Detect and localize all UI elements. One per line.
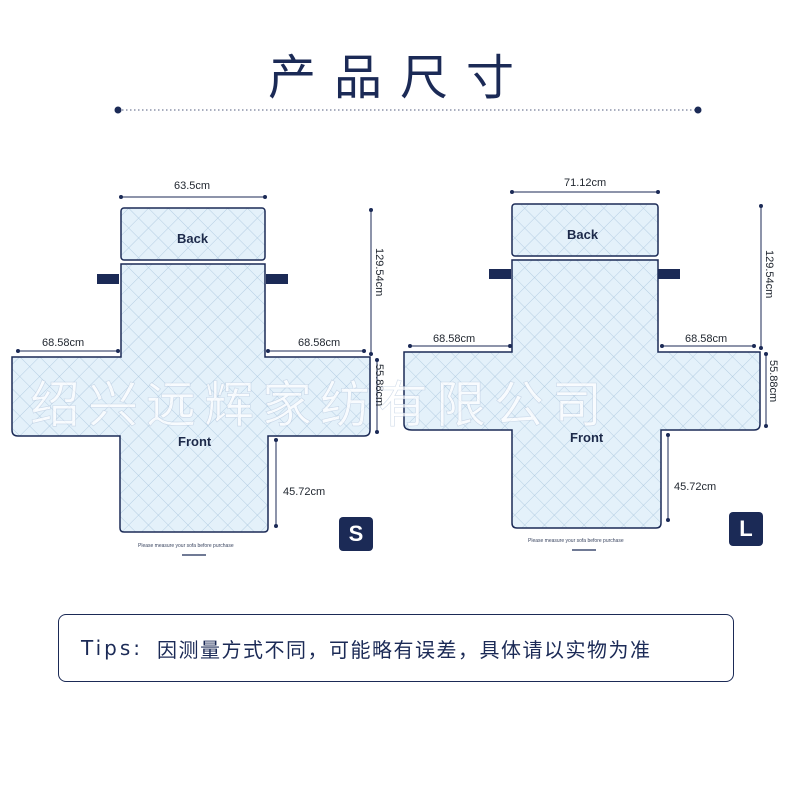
size-l-main-piece: [403, 259, 761, 529]
size-s-badge: S: [339, 517, 373, 551]
size-l-right-arm-dim: 68.58cm: [685, 333, 727, 345]
tips-text: 因测量方式不同，可能略有误差，具体请以实物为准: [157, 637, 652, 662]
size-l-back-piece: [511, 203, 659, 257]
size-l-left-arm-dim: 68.58cm: [433, 333, 475, 345]
size-l-measure-note: Please measure your sofa before purchase: [528, 538, 624, 544]
size-s-front-drop-dim: 45.72cm: [283, 486, 325, 498]
tips-box: Tips: 因测量方式不同，可能略有误差，具体请以实物为准: [58, 614, 734, 682]
size-s-arm-depth-dim: 55.88cm: [373, 364, 385, 406]
size-s-front-label: Front: [178, 434, 212, 449]
size-l-height-dim: 129.54cm: [763, 250, 775, 298]
size-s-measure-note: Please measure your sofa before purchase: [138, 543, 234, 549]
size-s-right-arm-dim: 68.58cm: [298, 337, 340, 349]
size-s-back-label: Back: [177, 231, 209, 246]
size-s-back-width-dim: 63.5cm: [174, 180, 210, 192]
size-s-height-dim: 129.54cm: [373, 248, 385, 296]
size-l-front-label: Front: [570, 430, 604, 445]
size-l-badge: L: [729, 512, 763, 546]
title-divider: [114, 106, 702, 114]
size-s-back-piece: [120, 207, 266, 261]
size-s-left-strap: [97, 274, 119, 284]
size-s-diagram: Back Front 63.5cm 129.54cm 68.58cm 68.58…: [11, 180, 385, 556]
size-l-back-width-dim: 71.12cm: [564, 177, 606, 189]
size-s-right-strap: [266, 274, 288, 284]
size-s-left-arm-dim: 68.58cm: [42, 337, 84, 349]
size-l-back-label: Back: [567, 227, 599, 242]
size-l-left-strap: [489, 269, 511, 279]
size-l-diagram: Back Front 71.12cm 129.54cm 68.58cm 68.5…: [403, 177, 779, 551]
page-title: 产品尺寸: [267, 50, 532, 106]
size-l-front-drop-dim: 45.72cm: [674, 481, 716, 493]
tips-label: Tips:: [81, 636, 144, 660]
size-s-main-piece: [11, 263, 371, 533]
size-l-right-strap: [658, 269, 680, 279]
size-l-arm-depth-dim: 55.88cm: [767, 360, 779, 402]
